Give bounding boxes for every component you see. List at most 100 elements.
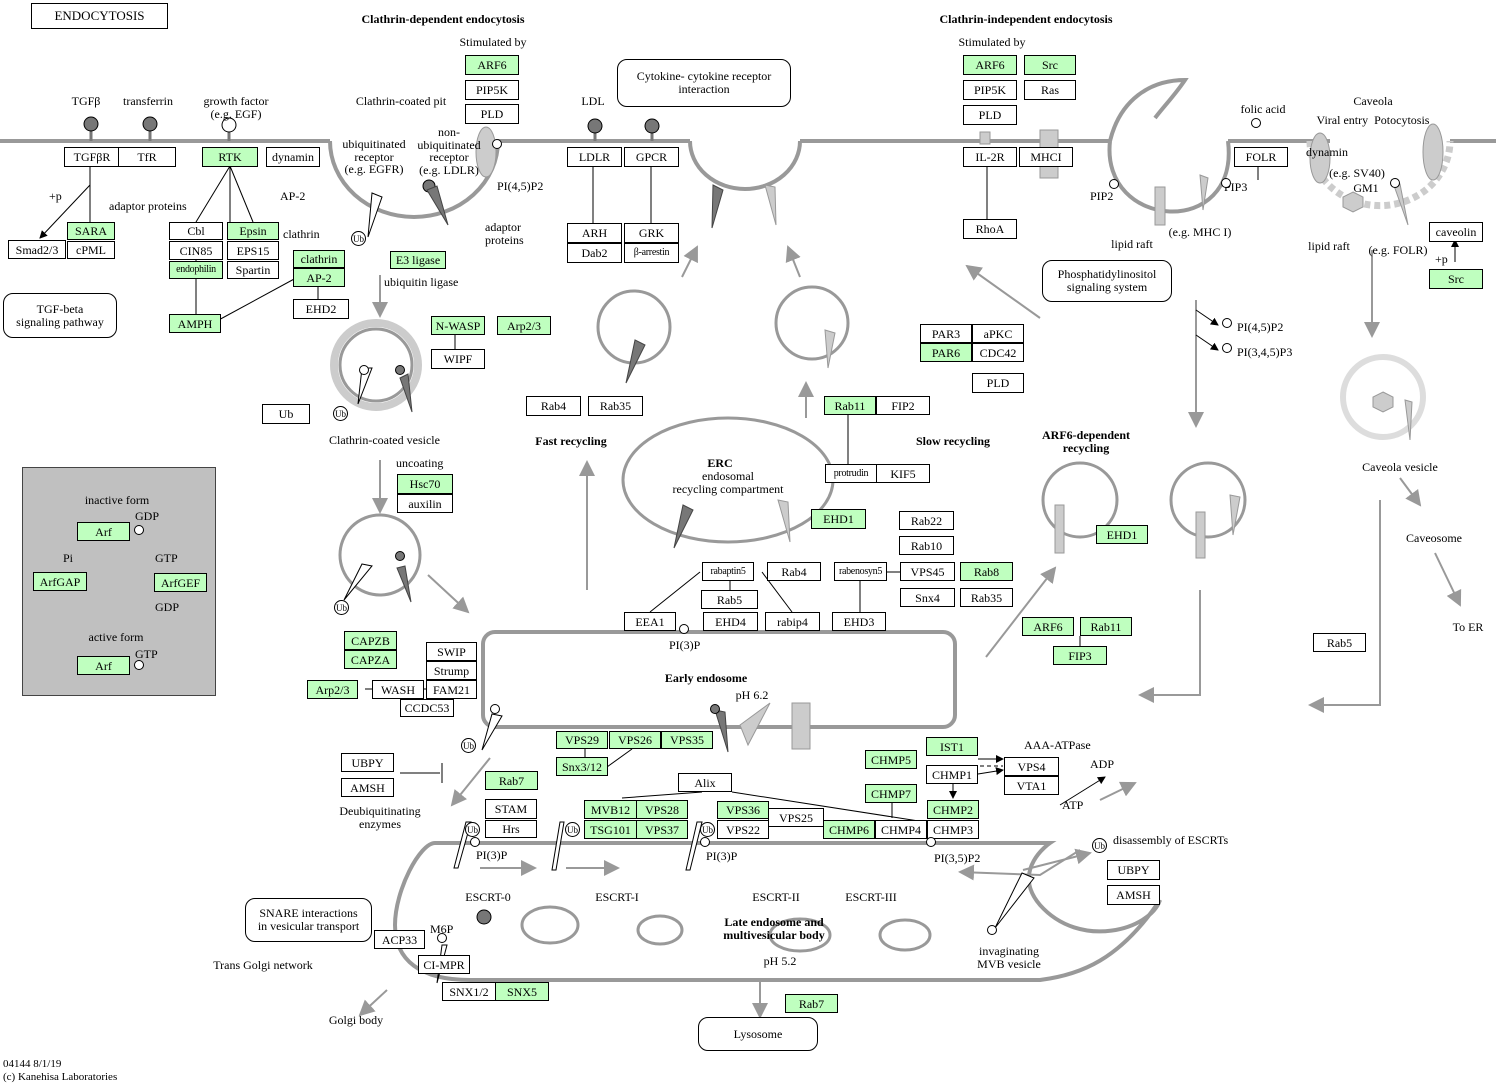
gene-vta1[interactable]: VTA1 (1004, 776, 1059, 795)
gene-grk[interactable]: GRK (624, 223, 679, 243)
gene-tgfbr[interactable]: TGFβR (64, 147, 120, 167)
gene-chmp5[interactable]: CHMP5 (865, 750, 917, 769)
gene-arf6-b[interactable]: ARF6 (963, 55, 1017, 75)
compound-circle[interactable] (679, 624, 689, 634)
gene-fip2[interactable]: FIP2 (876, 396, 930, 415)
gene-apkc[interactable]: aPKC (972, 324, 1024, 343)
gene-pld-b[interactable]: PLD (963, 105, 1017, 125)
gene-arfgef[interactable]: ArfGEF (154, 573, 207, 592)
gene-rab7-a[interactable]: Rab7 (485, 771, 538, 790)
gene-clathrin[interactable]: clathrin (293, 250, 345, 268)
gene-hsc70[interactable]: Hsc70 (397, 474, 453, 494)
gene-chmp2[interactable]: CHMP2 (927, 800, 979, 819)
gene-arf-active[interactable]: Arf (77, 656, 130, 675)
gene-ist1[interactable]: IST1 (926, 737, 978, 756)
gene-wash[interactable]: WASH (372, 680, 424, 699)
compound-circle[interactable] (1109, 179, 1119, 189)
gene-tfr[interactable]: TfR (118, 147, 176, 167)
gene-fip3[interactable]: FIP3 (1053, 646, 1107, 665)
gene-cbl[interactable]: Cbl (169, 222, 223, 240)
gene-dab2[interactable]: Dab2 (567, 243, 622, 263)
gene-ehd4[interactable]: EHD4 (703, 612, 758, 631)
gene-rab8[interactable]: Rab8 (960, 562, 1013, 581)
gene-stam[interactable]: STAM (485, 799, 537, 819)
gene-pld-c[interactable]: PLD (972, 373, 1024, 393)
gene-snx4[interactable]: Snx4 (900, 588, 955, 607)
gene-n-wasp[interactable]: N-WASP (431, 316, 485, 335)
compound-circle[interactable] (1222, 343, 1232, 353)
gene-chmp4[interactable]: CHMP4 (875, 820, 927, 839)
gene-acp33[interactable]: ACP33 (374, 930, 425, 949)
gene-ehd3[interactable]: EHD3 (832, 612, 886, 631)
gene-e3-ligase[interactable]: E3 ligase (390, 251, 446, 269)
gene-rab5-b[interactable]: Rab5 (1313, 633, 1366, 652)
compound-circle[interactable] (1222, 318, 1232, 328)
compound-circle[interactable] (470, 837, 480, 847)
pathway-link-snare-box[interactable]: SNARE interactions in vesicular transpor… (245, 898, 372, 942)
gene-rab4-a[interactable]: Rab4 (526, 396, 581, 416)
gene-mvb12[interactable]: MVB12 (584, 800, 637, 819)
gene-vps35[interactable]: VPS35 (661, 731, 713, 749)
gene-mhci[interactable]: MHCI (1019, 147, 1073, 167)
gene-cin85[interactable]: CIN85 (169, 241, 223, 260)
compound-circle[interactable] (1221, 178, 1231, 188)
gene-rabip4[interactable]: rabip4 (765, 612, 820, 631)
gene-arp23-b[interactable]: Arp2/3 (307, 680, 358, 699)
compound-circle[interactable] (700, 837, 710, 847)
gene-snx5[interactable]: SNX5 (495, 982, 549, 1001)
gene-chmp3[interactable]: CHMP3 (927, 820, 979, 839)
compound-circle[interactable] (926, 837, 936, 847)
gene-rab11-a[interactable]: Rab11 (824, 396, 876, 415)
compound-circle[interactable] (359, 365, 369, 375)
gene-vps37[interactable]: VPS37 (636, 820, 688, 839)
gene-protrudin[interactable]: protrudin (825, 464, 877, 483)
gene-pld-a[interactable]: PLD (465, 104, 519, 124)
gene-cpml[interactable]: cPML (67, 241, 115, 259)
gene-rabaptin5[interactable]: rabaptin5 (702, 562, 754, 581)
gene-vps25[interactable]: VPS25 (768, 808, 824, 827)
gene-eea1[interactable]: EEA1 (624, 612, 676, 631)
gene-arfgap[interactable]: ArfGAP (33, 572, 87, 591)
gene-vps36[interactable]: VPS36 (717, 801, 769, 819)
gene-par3[interactable]: PAR3 (920, 324, 972, 343)
pathway-link-cytokine-box[interactable]: Cytokine- cytokine receptor interaction (617, 59, 791, 107)
compound-circle[interactable] (490, 704, 500, 714)
gene-rab11-b[interactable]: Rab11 (1080, 617, 1132, 636)
gene-folr[interactable]: FOLR (1234, 147, 1288, 167)
gene-ldlr[interactable]: LDLR (567, 147, 622, 167)
gene-par6[interactable]: PAR6 (920, 343, 972, 362)
gene-dynamin[interactable]: dynamin (266, 147, 320, 167)
gene-vps29[interactable]: VPS29 (556, 731, 608, 749)
gene-ehd1-b[interactable]: EHD1 (1096, 525, 1148, 544)
gene-wipf[interactable]: WIPF (431, 349, 485, 369)
gene-chmp6[interactable]: CHMP6 (823, 820, 875, 839)
gene-auxilin[interactable]: auxilin (397, 494, 453, 513)
gene-rabenosyn5[interactable]: rabenosyn5 (834, 562, 887, 581)
gene-epsin[interactable]: Epsin (227, 222, 279, 240)
compound-circle[interactable] (987, 925, 997, 935)
gene-snx312[interactable]: Snx3/12 (556, 757, 608, 776)
gene-rab4-b[interactable]: Rab4 (767, 562, 821, 581)
gene-rhoa[interactable]: RhoA (963, 219, 1017, 239)
gene-ubpy-a[interactable]: UBPY (341, 753, 394, 772)
gene-swip[interactable]: SWIP (426, 642, 477, 661)
gene-pip5k-b[interactable]: PIP5K (963, 80, 1017, 100)
gene-ap2[interactable]: AP-2 (293, 268, 345, 287)
gene-ehd2[interactable]: EHD2 (293, 299, 349, 319)
gene-capzb[interactable]: CAPZB (344, 631, 397, 650)
gene-src-a[interactable]: Src (1024, 55, 1076, 75)
gene-ehd1-a[interactable]: EHD1 (811, 509, 866, 529)
gene-fam21[interactable]: FAM21 (426, 680, 477, 699)
gene-kif5[interactable]: KIF5 (876, 464, 930, 483)
gene-il2r[interactable]: IL-2R (963, 147, 1017, 167)
gene-rab5-a[interactable]: Rab5 (701, 590, 758, 609)
gene-vps22[interactable]: VPS22 (717, 820, 769, 839)
gene-caveolin[interactable]: caveolin (1429, 222, 1483, 242)
gene-rab7-b[interactable]: Rab7 (785, 994, 838, 1013)
gene-endophilin[interactable]: endophilin (169, 261, 223, 279)
gene-rab22[interactable]: Rab22 (899, 511, 954, 530)
gene-rtk[interactable]: RTK (202, 147, 258, 167)
gene-rab35-b[interactable]: Rab35 (960, 588, 1013, 607)
gene-pip5k-a[interactable]: PIP5K (465, 80, 519, 100)
gene-cdc42[interactable]: CDC42 (972, 343, 1024, 362)
